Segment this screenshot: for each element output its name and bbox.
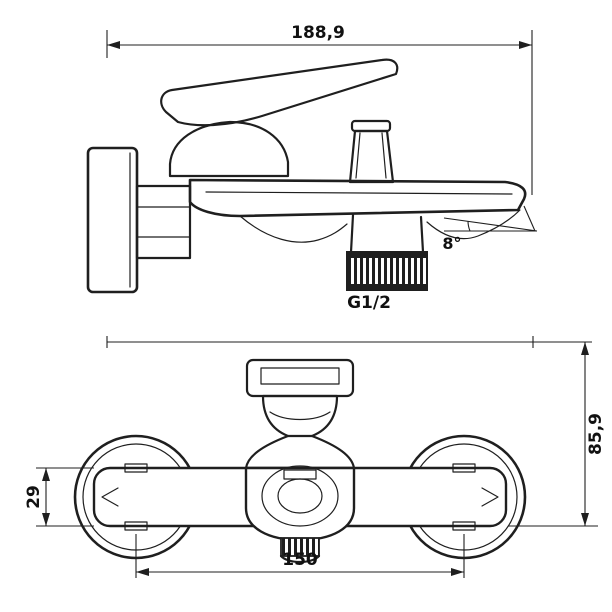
arrow-left-icon bbox=[107, 41, 120, 49]
front-view: 85,9 29 150 bbox=[24, 336, 606, 578]
boss-top-notch bbox=[283, 469, 317, 480]
bell-flare-right bbox=[310, 434, 356, 470]
spout-angle-label: 8° bbox=[442, 234, 461, 253]
right-top-screw bbox=[452, 463, 476, 473]
left-top-screw bbox=[124, 463, 148, 473]
dimension-body-height: 29 bbox=[24, 467, 94, 527]
bottom-thread-outlet bbox=[279, 537, 321, 564]
bar-left-chamfer bbox=[101, 487, 119, 507]
top-reference-line bbox=[106, 336, 592, 348]
arrow-up-icon bbox=[581, 342, 589, 355]
cartridge-contour bbox=[269, 411, 331, 421]
bar-right-chamfer bbox=[481, 487, 499, 507]
dimension-overall-height: 85,9 bbox=[508, 342, 606, 527]
shower-outlet-thread: G1/2 bbox=[346, 213, 428, 313]
arrow-down-icon bbox=[42, 513, 50, 526]
body-height-label: 29 bbox=[24, 485, 44, 509]
overall-height-label: 85,9 bbox=[586, 413, 606, 455]
arrow-left-icon bbox=[136, 568, 149, 576]
cartridge-dome bbox=[261, 394, 339, 438]
dimension-spout-angle: 8° bbox=[442, 205, 538, 253]
mixer-body bbox=[188, 178, 527, 218]
body-contour-line bbox=[205, 191, 513, 195]
arrow-up-icon bbox=[42, 468, 50, 481]
dimension-mounting-distance: 150 bbox=[135, 534, 465, 578]
mounting-distance-label: 150 bbox=[282, 550, 318, 570]
lever-handle bbox=[160, 58, 399, 127]
right-bottom-screw bbox=[452, 521, 476, 531]
arrow-right-icon bbox=[519, 41, 532, 49]
thread-size-label: G1/2 bbox=[347, 293, 391, 313]
body-underside-right bbox=[426, 209, 521, 240]
handle-dome bbox=[168, 120, 290, 178]
hex-nut bbox=[135, 184, 192, 260]
boss-outer-ring bbox=[261, 465, 339, 527]
bell-flare-left bbox=[244, 434, 290, 470]
body-underside-left bbox=[239, 215, 348, 243]
dimension-overall-width: 188,9 bbox=[106, 23, 533, 195]
diverter-knob bbox=[348, 119, 395, 184]
overall-width-label: 188,9 bbox=[291, 23, 345, 43]
arrow-down-icon bbox=[581, 513, 589, 526]
arrow-right-icon bbox=[451, 568, 464, 576]
side-view: 188,9 bbox=[86, 23, 538, 313]
left-bottom-screw bbox=[124, 521, 148, 531]
handle-front bbox=[245, 358, 355, 398]
